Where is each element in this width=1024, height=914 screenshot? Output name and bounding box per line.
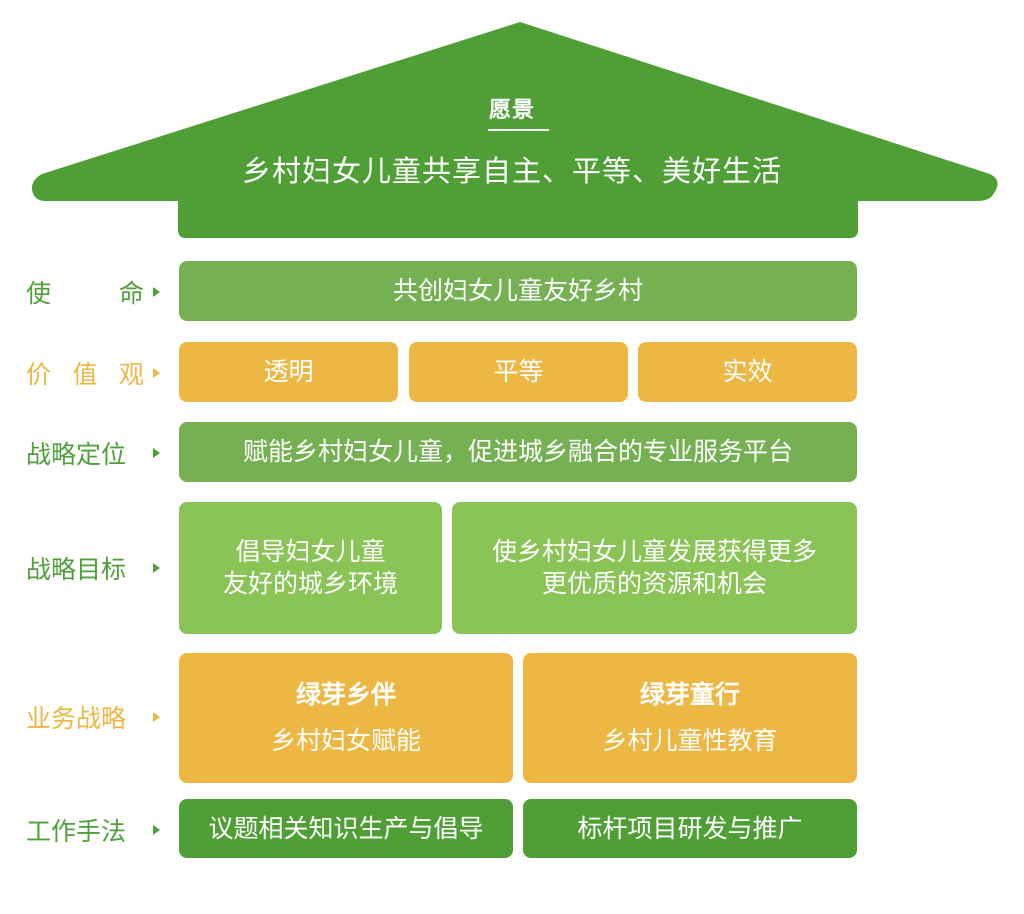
value-text: 实效 [722,357,773,386]
vision-title: 愿景 [488,98,535,123]
method-text: 标杆项目研发与推广 [577,813,803,843]
label-text: 战略定位 [26,440,127,469]
value-box-transparency: 透明 [179,342,398,402]
value-box-effectiveness: 实效 [638,342,857,402]
business-box-children: 绿芽童行 乡村儿童性教育 [523,653,857,783]
value-text: 平等 [493,357,544,386]
business-title: 绿芽乡伴 [295,680,396,709]
value-box-equality: 平等 [409,342,628,402]
label-char: 价 [26,360,52,389]
goal-line: 倡导妇女儿童 [235,537,386,566]
row-label-methods: 工作手法 [26,810,160,850]
label-text: 战略目标 [26,555,127,584]
goal-box-advocacy: 倡导妇女儿童 友好的城乡环境 [179,502,442,634]
row-label-positioning: 战略定位 [26,433,160,473]
triangle-right-icon [153,448,160,458]
method-box-knowledge: 议题相关知识生产与倡导 [179,799,513,858]
goal-line: 使乡村妇女儿童发展获得更多 [491,537,817,566]
label-char: 观 [118,360,144,389]
positioning-text: 赋能乡村妇女儿童，促进城乡融合的专业服务平台 [242,437,793,466]
value-text: 透明 [263,357,314,386]
triangle-right-icon [153,368,160,378]
mission-text: 共创妇女儿童友好乡村 [392,276,643,305]
triangle-right-icon [153,287,160,297]
row-label-values: 价 值 观 [26,353,160,393]
goal-box-resources: 使乡村妇女儿童发展获得更多 更优质的资源和机会 [452,502,857,634]
method-box-pilot: 标杆项目研发与推广 [523,799,857,858]
business-subtitle: 乡村妇女赋能 [270,726,421,755]
business-title: 绿芽童行 [639,680,740,709]
business-box-women: 绿芽乡伴 乡村妇女赋能 [179,653,513,783]
triangle-right-icon [153,825,160,835]
business-subtitle: 乡村儿童性教育 [602,726,778,755]
label-text: 业务战略 [26,704,127,733]
method-text: 议题相关知识生产与倡导 [208,813,484,843]
label-char: 使 [26,279,52,308]
mission-box: 共创妇女儿童友好乡村 [179,261,857,321]
row-label-business: 业务战略 [26,697,160,737]
label-char: 命 [118,279,144,308]
label-text: 工作手法 [26,817,127,846]
triangle-right-icon [153,712,160,722]
goal-line: 友好的城乡环境 [222,569,398,598]
row-label-goals: 战略目标 [26,548,160,588]
goal-line: 更优质的资源和机会 [541,569,767,598]
triangle-right-icon [153,563,160,573]
positioning-box: 赋能乡村妇女儿童，促进城乡融合的专业服务平台 [179,422,857,482]
label-char: 值 [72,360,98,389]
row-label-mission: 使 命 [26,272,160,312]
vision-title-underline [488,129,549,131]
vision-text: 乡村妇女儿童共享自主、平等、美好生活 [241,154,782,188]
